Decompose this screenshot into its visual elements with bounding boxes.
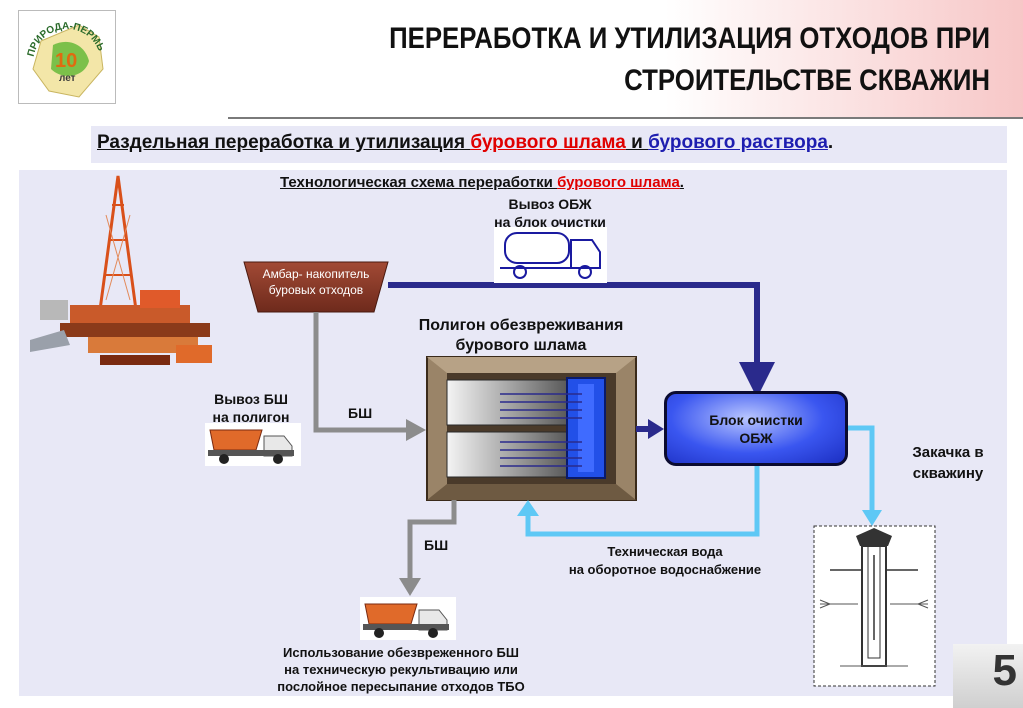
page-number-box (953, 644, 1023, 708)
export-bsh-line1: Вывоз БШ (214, 391, 288, 407)
subtitle: Раздельная переработка и утилизация буро… (97, 132, 833, 154)
subtitle-drill-cuttings: бурового шлама (470, 132, 626, 153)
subtitle-period: . (827, 132, 834, 153)
export-obzh-label: Вывоз ОБЖ на блок очистки (470, 195, 630, 231)
subtitle-band (91, 126, 1007, 163)
page-title: ПЕРЕРАБОТКА И УТИЛИЗАЦИЯ ОТХОДОВ ПРИ СТР… (379, 18, 990, 102)
tanker-truck-icon (494, 227, 607, 283)
polygon-label: Полигон обезвреживания бурового шлама (390, 316, 652, 356)
cleaning-block-label: Блок очистки ОБЖ (664, 411, 848, 447)
export-bsh-line2: на полигон (212, 409, 290, 425)
subtitle-part1: Раздельная переработка и утилизация (97, 132, 471, 153)
export-obzh-line1: Вывоз ОБЖ (508, 196, 592, 212)
page-title-line1: ПЕРЕРАБОТКА И УТИЛИЗАЦИЯ ОТХОДОВ ПРИ (389, 22, 991, 55)
arrow-pit-to-polygon (313, 312, 408, 433)
scheme-title-period: . (679, 174, 684, 191)
usage-line2: на техническую рекультивацию или (284, 662, 518, 677)
logo: ПРИРОДА-ПЕРМЬ 10 лет (18, 10, 116, 104)
scheme-title-part1: Технологическая схема переработки (280, 174, 558, 191)
logo-graphic: ПРИРОДА-ПЕРМЬ 10 лет (26, 21, 106, 98)
bsh-label-1: БШ (348, 405, 373, 421)
water-line2: на оборотное водоснабжение (568, 562, 762, 577)
subtitle-drill-mud: бурового раствора (648, 132, 828, 153)
well-schematic-icon (813, 525, 936, 687)
water-label: Техническая вода на оборотное водоснабже… (515, 543, 815, 579)
arrow-cleaning-to-well (848, 425, 875, 512)
polygon-facility (426, 356, 637, 501)
export-bsh-label: Вывоз БШ на полигон (196, 390, 306, 426)
usage-line3: послойное пересыпание отходов ТБО (277, 679, 525, 694)
cleaning-block (664, 391, 848, 466)
usage-line1: Использование обезвреженного БШ (283, 645, 519, 660)
page-number: 5 (992, 646, 1017, 695)
logo-number: 10 (55, 50, 77, 72)
page-title-line2: СТРОИТЕЛЬСТВЕ СКВАЖИН (624, 64, 990, 97)
scheme-title: Технологическая схема переработки бурово… (280, 174, 684, 191)
title-divider (228, 117, 1023, 119)
title-band (228, 0, 1023, 118)
arrow-water-return (525, 466, 760, 537)
polygon-line1: Полигон обезвреживания (418, 317, 624, 334)
export-obzh-line2: на блок очистки (494, 214, 606, 230)
arrow-polygon-to-usage (407, 500, 457, 580)
pit-line1: Амбар- накопитель (262, 267, 370, 281)
injection-line2: скважину (912, 465, 984, 482)
injection-label: Закачка в скважину (888, 442, 1008, 484)
water-line1: Техническая вода (607, 544, 723, 559)
cleaning-line1: Блок очистки (709, 412, 803, 428)
dump-truck-icon-2 (360, 597, 456, 640)
injection-line1: Закачка в (912, 444, 984, 461)
pit-line2: буровых отходов (268, 283, 364, 297)
pit-label: Амбар- накопитель буровых отходов (244, 266, 388, 298)
polygon-line2: бурового шлама (455, 337, 587, 354)
bsh-label-2: БШ (424, 537, 449, 553)
subtitle-part3: и (625, 132, 649, 153)
logo-years: лет (59, 73, 76, 84)
scheme-title-red: бурового шлама (557, 174, 680, 191)
drilling-rig-icon (30, 175, 212, 365)
cleaning-line2: ОБЖ (739, 430, 773, 446)
arrow-pit-to-cleaning (388, 282, 775, 398)
dump-truck-icon-1 (205, 423, 301, 466)
usage-label: Использование обезвреженного БШ на техни… (236, 644, 566, 695)
pit-shape (243, 261, 389, 313)
